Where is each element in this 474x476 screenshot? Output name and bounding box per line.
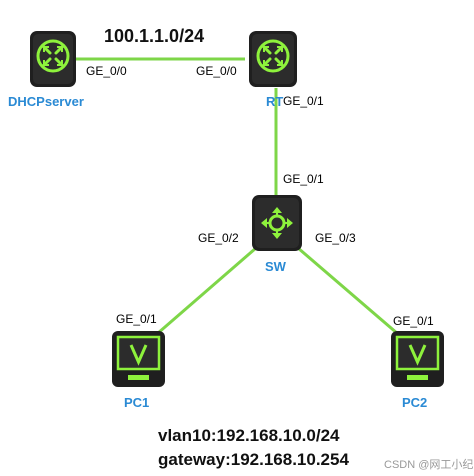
port-label-sw-ge03: GE_0/3: [315, 231, 356, 245]
dhcpserver-name: DHCPserver: [8, 94, 84, 109]
pc2-name: PC2: [402, 395, 428, 410]
pc1-name: PC1: [124, 395, 150, 410]
gateway-note: gateway:192.168.10.254: [158, 450, 349, 469]
port-label-rt-ge01: GE_0/1: [283, 94, 324, 108]
dhcpserver-router-icon[interactable]: [30, 31, 76, 87]
watermark: CSDN @网工小纪: [384, 459, 474, 471]
sw-switch-icon[interactable]: [252, 195, 302, 251]
rt-name: RT: [266, 94, 284, 109]
link-sw-pc2: [297, 246, 406, 342]
sw-name: SW: [265, 259, 286, 274]
port-label-sw-ge01: GE_0/1: [283, 172, 324, 186]
vlan-note: vlan10:192.168.10.0/24: [158, 426, 340, 445]
port-label-pc2-ge01: GE_0/1: [393, 314, 434, 328]
pc1-pc-icon[interactable]: [112, 331, 165, 387]
pc2-pc-icon[interactable]: [391, 331, 444, 387]
port-label-dhcp-ge00: GE_0/0: [86, 64, 127, 78]
port-label-rt-ge00: GE_0/0: [196, 64, 237, 78]
link-sw-pc1: [149, 246, 257, 342]
port-label-sw-ge02: GE_0/2: [198, 231, 239, 245]
port-label-pc1-ge01: GE_0/1: [116, 312, 157, 326]
network-label: 100.1.1.0/24: [104, 26, 205, 46]
rt-router-icon[interactable]: [249, 31, 297, 87]
